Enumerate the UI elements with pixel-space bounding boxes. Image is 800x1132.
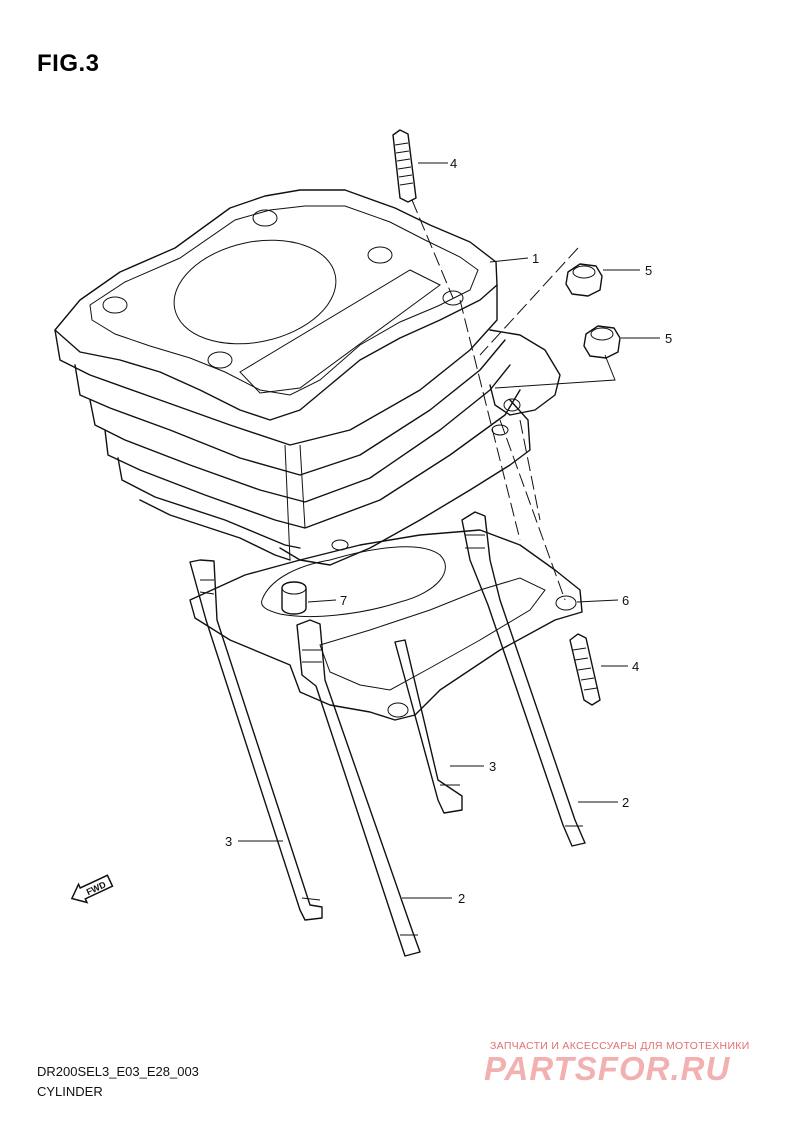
callout-5-lower: 5 (665, 331, 672, 346)
stud-rod-back-3 (394, 639, 463, 814)
flange-nut-upper (565, 263, 603, 297)
stud-bolt-top (392, 129, 417, 203)
cylinder-block (54, 189, 561, 566)
figure-title: FIG.3 (37, 50, 100, 77)
callout-2-front: 2 (458, 891, 465, 906)
diagram-code: DR200SEL3_E03_E28_003 (37, 1064, 199, 1079)
callout-4-top: 4 (450, 156, 457, 171)
callout-4-right: 4 (632, 659, 639, 674)
base-gasket (189, 529, 583, 721)
callout-3-left: 3 (225, 834, 232, 849)
stud-rod-front-2 (296, 619, 421, 957)
callout-1: 1 (532, 251, 539, 266)
callout-5-upper: 5 (645, 263, 652, 278)
watermark-logo: PARTSFOR.RU (484, 1050, 731, 1087)
watermark-tagline: ЗАПЧАСТИ И АКСЕССУАРЫ ДЛЯ МОТОТЕХНИКИ (490, 1040, 750, 1052)
stud-rod-left-3 (189, 559, 323, 921)
callout-2-right: 2 (622, 795, 629, 810)
stud-rod-right-2 (461, 511, 586, 847)
callout-3-back: 3 (489, 759, 496, 774)
callout-7: 7 (340, 593, 347, 608)
callout-6: 6 (622, 593, 629, 608)
dowel-pin (281, 581, 307, 615)
stud-bolt-right (569, 633, 601, 706)
flange-nut-lower (583, 325, 621, 359)
fwd-arrow-icon: FWD (70, 874, 114, 904)
diagram-name: CYLINDER (37, 1084, 103, 1099)
